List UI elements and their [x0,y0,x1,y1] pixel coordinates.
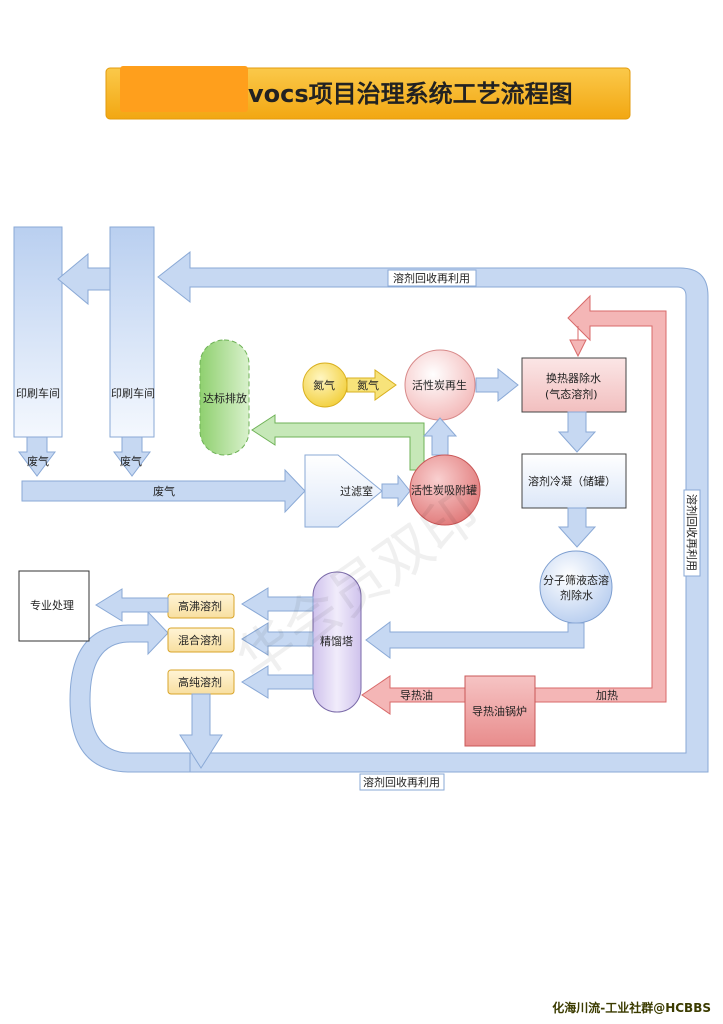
mixed-label: 混合溶剂 [178,633,222,647]
high-boiling-label: 高沸溶剂 [178,599,222,613]
condense-label: 溶剂冷凝（储罐） [528,474,616,488]
compliance-label: 达标排放 [203,391,247,405]
mixed-solvent [167,627,235,653]
recycle-bottom-label: 溶剂回收再利用 [363,775,440,789]
heat-exchanger-label-2: (气态溶剂) [545,387,598,401]
nitrogen-flow-label: 氮气 [357,378,379,392]
exhaust-1-label: 废气 [27,454,49,468]
arrow-to-mixed [241,622,314,656]
arrow-exhaust-1 [18,436,56,477]
heat-exchanger-label-1: 换热器除水 [546,371,601,385]
arrow-to-high-boiling [241,587,314,621]
workshop-1 [13,226,63,438]
arrow-exchanger-to-condense [557,411,597,453]
heat-oil-label: 导热油 [400,688,433,702]
sieve-label-1: 分子筛液态溶 [543,573,609,587]
workshop-2 [109,226,155,438]
workshop-2-label: 印刷车间 [111,386,155,400]
arrow-filter-to-adsorption [381,474,411,508]
page-title: vocs项目治理系统工艺流程图 [248,80,573,108]
solvent-condense [521,453,627,509]
exhaust-2-label: 废气 [120,454,142,468]
arrow-workshop-transfer [57,252,111,306]
recycle-bottom-label-bg [359,773,445,791]
footer-credit: 化海川流-工业社群@HCBBS [552,1001,711,1015]
compliance-emission [199,339,250,456]
professional-treatment [18,570,90,642]
boiler-label: 导热油锅炉 [472,704,527,718]
arrow-exhaust-main [21,468,306,514]
heating-loop-arrow [534,294,667,703]
exhaust-main-label: 废气 [153,484,175,498]
regeneration-label: 活性炭再生 [412,378,467,392]
heat-oil-boiler [464,675,536,747]
arrow-sieve-to-rectifier [365,621,585,659]
pro-treatment-label: 专业处理 [30,598,74,612]
recycle-top-label: 溶剂回收再利用 [393,271,470,285]
rectifier-label: 精馏塔 [320,634,353,648]
workshop-1-label: 印刷车间 [16,386,60,400]
adsorption-label: 活性炭吸附罐 [411,483,477,497]
recycle-top-label-bg [387,269,477,287]
arrow-to-high-purity [241,665,314,699]
nitrogen-source-label: 氮气 [313,378,335,392]
molecular-sieve [539,550,613,624]
high-purity-label: 高纯溶剂 [178,675,222,689]
arrow-exhaust-2 [113,436,151,477]
arrow-heat-oil [361,675,466,715]
heat-exchanger [521,357,627,413]
arrow-regen-to-exchanger [475,367,519,403]
filter-room-label: 过滤室 [340,484,373,498]
heating-label: 加热 [596,689,618,702]
arrow-to-compliance [251,414,425,471]
carbon-adsorption-tank [409,454,481,526]
recycle-right-label-group: 溶剂回收再利用 [683,489,701,577]
arrow-heat-into-exchanger [569,326,587,358]
arrow-high-purity-down [179,693,223,769]
title-mask [120,66,248,112]
recycle-right-label: 溶剂回收再利用 [685,494,699,571]
arrow-adsorption-to-regen [422,417,458,456]
sieve-label-2: 剂除水 [560,588,593,602]
title-banner: vocs项目治理系统工艺流程图 [105,66,631,120]
filter-room [304,454,383,528]
arrow-to-pro-treatment [95,588,169,622]
arrow-condense-to-sieve [557,507,597,548]
arrow-nitrogen [346,369,397,401]
